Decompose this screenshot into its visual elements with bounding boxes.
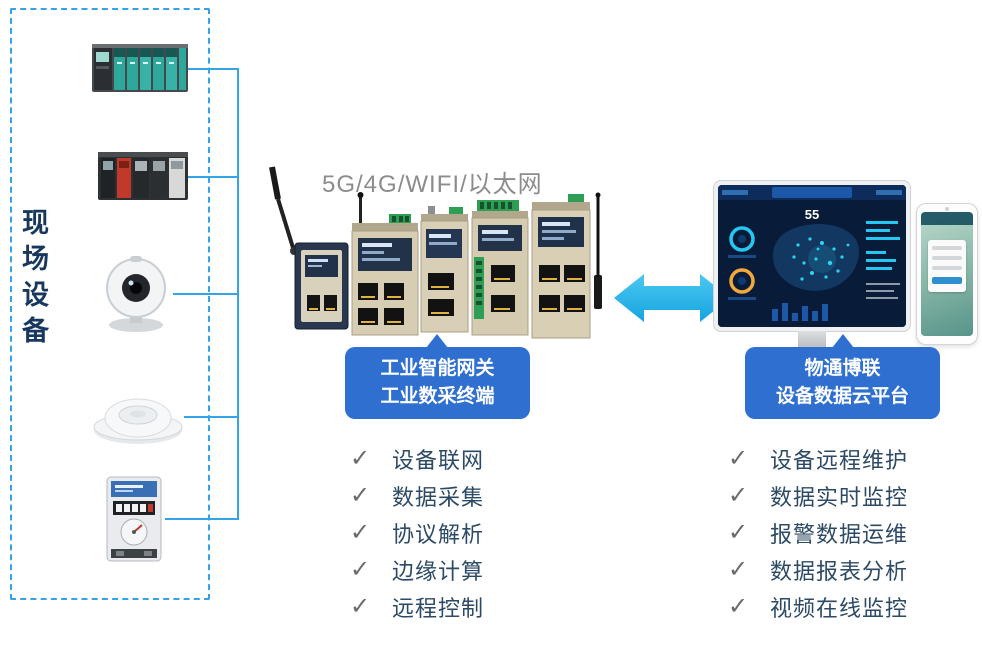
plc-controller-image: [98, 152, 188, 200]
smoke-detector-image: [93, 398, 183, 444]
field-devices-panel: [10, 8, 210, 600]
gateway-callout: 工业智能网关 工业数采终端: [345, 334, 530, 419]
gateway-feature-list: ✓ 设备联网 ✓ 数据采集 ✓ 协议解析 ✓ 边缘计算 ✓ 远程控制: [350, 445, 484, 631]
gateway-device-2: [351, 192, 419, 336]
phone-login-button-image: [932, 277, 962, 284]
feature-label: 报警数据运维: [770, 521, 909, 547]
feature-label: 数据采集: [392, 484, 485, 510]
feature-label: 设备远程维护: [770, 447, 909, 473]
field-devices-label: 现场设备: [18, 208, 48, 352]
connector-line-plc-controller: [188, 176, 239, 178]
check-icon: ✓: [350, 482, 371, 509]
power-meter-image: [106, 476, 162, 562]
cloud-callout: 物通博联 设备数据云平台: [745, 334, 940, 419]
dashboard-stat: 55: [805, 207, 819, 222]
cloud-callout-line2: 设备数据云平台: [775, 385, 909, 407]
phone-image: [916, 203, 978, 345]
feature-item: ✓ 报警数据运维: [728, 519, 908, 547]
feature-label: 数据报表分析: [770, 558, 909, 584]
phone-app-header: [921, 212, 973, 225]
monitor-stand-neck: [798, 331, 826, 350]
phone-screen: [921, 212, 973, 336]
feature-item: ✓ 远程控制: [350, 593, 484, 621]
feature-label: 远程控制: [392, 595, 485, 621]
check-icon: ✓: [728, 445, 749, 472]
connector-line-smoke-detector: [184, 416, 239, 418]
check-icon: ✓: [350, 556, 371, 583]
plc-rack-image: [92, 44, 188, 92]
feature-label: 设备联网: [392, 447, 485, 473]
callout-tail-icon: [426, 334, 448, 348]
connector-bus-line: [237, 68, 239, 520]
feature-item: ✓ 边缘计算: [350, 556, 484, 584]
callout-tail-icon: [832, 334, 854, 348]
cloud-callout-line1: 物通博联: [804, 357, 881, 379]
feature-label: 协议解析: [392, 521, 485, 547]
dashboard-image: 55: [718, 185, 906, 327]
connector-line-power-meter: [165, 518, 239, 520]
sync-arrow-icon: [614, 274, 730, 322]
feature-label: 数据实时监控: [770, 484, 909, 510]
camera-image: [106, 256, 166, 332]
gateway-callout-line2: 工业数采终端: [380, 385, 495, 407]
gateway-device-5: [531, 194, 591, 339]
check-icon: ✓: [728, 556, 749, 583]
check-icon: ✓: [350, 593, 371, 620]
feature-item: ✓ 视频在线监控: [728, 593, 908, 621]
phone-login-card: [928, 240, 966, 292]
feature-item: ✓ 数据实时监控: [728, 482, 908, 510]
gateway-callout-line1: 工业智能网关: [380, 357, 495, 379]
connector-line-plc-rack: [188, 68, 239, 70]
check-icon: ✓: [350, 519, 371, 546]
gateway-device-3: [420, 206, 469, 333]
antenna-left-icon: [269, 166, 298, 255]
phone-form-line: [932, 266, 962, 270]
gateway-device-1: [294, 242, 349, 330]
dashboard-screen: 55: [718, 185, 906, 327]
feature-item: ✓ 数据采集: [350, 482, 484, 510]
feature-label: 视频在线监控: [770, 595, 909, 621]
phone-form-line: [932, 256, 962, 260]
feature-item: ✓ 设备联网: [350, 445, 484, 473]
check-icon: ✓: [728, 482, 749, 509]
check-icon: ✓: [728, 593, 749, 620]
phone-camera-icon: [945, 207, 949, 211]
check-icon: ✓: [350, 445, 371, 472]
cloud-feature-list: ✓ 设备远程维护 ✓ 数据实时监控 ✓ 报警数据运维 ✓ 数据报表分析 ✓ 视频…: [728, 445, 908, 631]
check-icon: ✓: [728, 519, 749, 546]
feature-item: ✓ 数据报表分析: [728, 556, 908, 584]
monitor-image: 55: [713, 180, 911, 332]
feature-label: 边缘计算: [392, 558, 485, 584]
phone-form-line: [932, 246, 962, 250]
gateway-device-4: [471, 200, 529, 336]
connector-line-camera: [173, 293, 239, 295]
antenna-right-icon: [594, 192, 602, 309]
feature-item: ✓ 协议解析: [350, 519, 484, 547]
feature-item: ✓ 设备远程维护: [728, 445, 908, 473]
gateway-devices-image: [269, 166, 602, 339]
